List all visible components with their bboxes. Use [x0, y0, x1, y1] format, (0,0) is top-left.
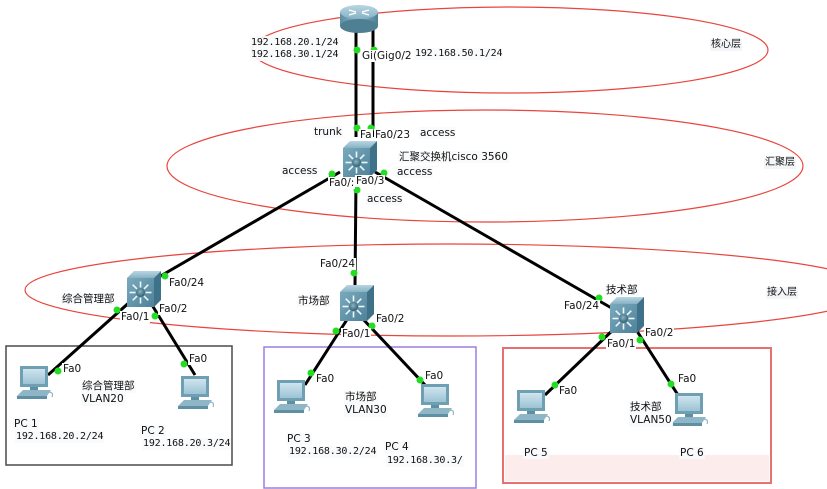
access-switch-name-tech: 技术部 — [605, 284, 639, 296]
core-uplink-port-left: Fa — [359, 129, 373, 141]
core-uplink-port-right: Fa0/23 — [374, 129, 412, 141]
pc6-name: PC 6 — [679, 447, 705, 459]
pc5-name: PC 5 — [523, 447, 549, 459]
admin-uplink-port: Fa0/24 — [168, 277, 206, 289]
router-ip-right: 192.168.50.1/24 — [414, 48, 504, 60]
port-dot — [551, 381, 559, 389]
pc-icon-4[interactable] — [418, 384, 455, 417]
pc1-name: PC 1 — [13, 418, 39, 430]
pc-icon-5[interactable] — [514, 390, 551, 423]
core-down-port-center: Fa0/3 — [355, 175, 386, 187]
port-dot — [667, 380, 675, 388]
router-icon[interactable] — [340, 5, 378, 33]
port-dot — [595, 294, 603, 302]
pc1-ip: 192.168.20.2/24 — [15, 431, 105, 443]
link-core-admin — [144, 170, 341, 287]
group-box-tech — [502, 347, 772, 484]
pc2-port: Fa0 — [188, 353, 209, 365]
group-dept-admin: 综合管理部 — [81, 380, 136, 393]
layer-label-core: 核心层 — [710, 39, 742, 51]
port-dot — [161, 272, 169, 280]
pc4-name: PC 4 — [384, 441, 410, 453]
access-switch-icon-admin[interactable] — [127, 271, 161, 307]
group-vlan-tech: VLAN50 — [629, 414, 673, 427]
tech-uplink-port: Fa0/24 — [563, 300, 601, 312]
port-dot — [54, 367, 62, 375]
down-mode-right: access — [396, 166, 434, 178]
core-down-port-left: Fa0/: — [328, 177, 356, 189]
router-ip-left-1: 192.168.20.1/24 — [250, 36, 340, 49]
down-mode-center: access — [366, 193, 404, 205]
port-dot — [307, 369, 315, 377]
pc2-name: PC 2 — [140, 425, 166, 437]
group-dept-market: 市场部 — [344, 391, 378, 404]
market-port-1: Fa0/1 — [341, 328, 372, 340]
pc3-port: Fa0 — [315, 373, 336, 385]
tech-port-2: Fa0/2 — [644, 327, 675, 339]
pc6-port: Fa0 — [677, 373, 698, 385]
admin-port-2: Fa0/2 — [158, 303, 189, 315]
admin-port-1: Fa0/1 — [120, 311, 151, 323]
links — [47, 30, 680, 397]
port-dot — [380, 169, 388, 177]
port-dot — [328, 170, 336, 178]
layer-label-distribution: 汇聚层 — [764, 157, 796, 169]
pc5-port: Fa0 — [558, 385, 579, 397]
port-dot — [113, 306, 121, 314]
router-port-left: Gi( — [361, 50, 379, 62]
pc3-ip: 192.168.30.2/24 — [288, 446, 378, 458]
router-ip-left-2: 192.168.30.1/24 — [250, 49, 340, 61]
pc-icon-2[interactable] — [178, 376, 215, 409]
port-dot — [332, 327, 340, 335]
distribution-layer-ellipse — [166, 109, 804, 223]
pc-icon-3[interactable] — [274, 380, 311, 413]
down-mode-left: access — [281, 165, 319, 177]
access-switch-name-admin: 综合管理部 — [61, 293, 116, 305]
uplink-mode-trunk: trunk — [313, 126, 343, 138]
access-switch-icon-tech[interactable] — [610, 297, 644, 333]
pc1-port: Fa0 — [62, 363, 83, 375]
pc2-ip: 192.168.20.3/24 — [142, 438, 232, 450]
core-switch-icon[interactable] — [343, 141, 377, 177]
group-box-admin — [5, 345, 233, 466]
port-dot — [368, 322, 376, 330]
tech-port-1: Fa0/1 — [606, 338, 637, 350]
uplink-mode-access: access — [419, 127, 457, 139]
port-dot — [416, 376, 424, 384]
port-dot — [598, 333, 606, 341]
pc4-ip: 192.168.30.3/ — [386, 455, 464, 467]
link-core-tech — [374, 170, 616, 312]
router-port-right: Gig0/2 — [376, 50, 413, 62]
group-dept-tech: 技术部 — [629, 401, 663, 414]
link-admin-pc2 — [150, 304, 197, 376]
port-dot — [350, 269, 358, 277]
pc3-name: PC 3 — [286, 433, 312, 445]
group-vlan-market: VLAN30 — [344, 404, 388, 417]
core-switch-label: 汇聚交换机cisco 3560 — [398, 151, 509, 163]
market-uplink-port: Fa0/24 — [319, 258, 357, 270]
access-switch-name-market: 市场部 — [297, 295, 331, 307]
access-switch-icon-market[interactable] — [340, 285, 374, 321]
port-dot — [353, 46, 361, 54]
port-dot — [353, 124, 361, 132]
pc4-port: Fa0 — [424, 370, 445, 382]
group-vlan-admin: VLAN20 — [81, 393, 125, 406]
group-box-market — [263, 346, 477, 489]
layer-label-access: 接入层 — [766, 287, 798, 299]
port-dot — [151, 312, 159, 320]
market-port-2: Fa0/2 — [375, 313, 406, 325]
pc-icon-6[interactable] — [672, 393, 709, 426]
port-dot — [180, 360, 188, 368]
port-dot — [636, 336, 644, 344]
pc-icon-1[interactable] — [17, 366, 54, 399]
access-layer-ellipse — [24, 243, 827, 337]
